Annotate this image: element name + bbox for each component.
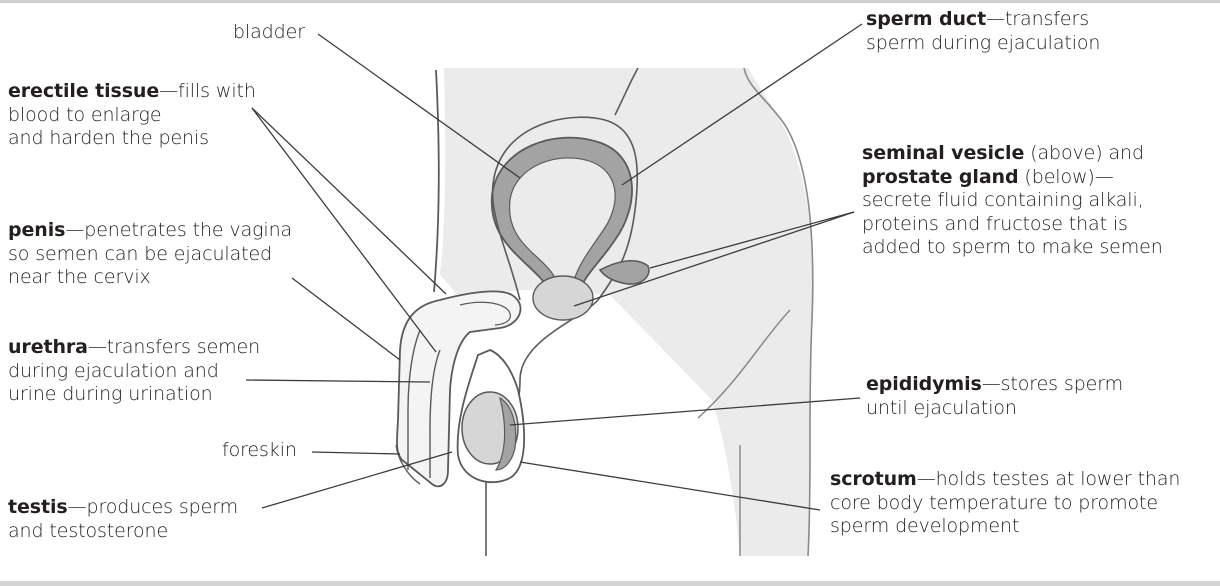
leader-testis (261, 451, 453, 509)
buttock-crease (697, 309, 791, 419)
bladder-inner (509, 157, 616, 281)
leader-sperm-duct (621, 23, 863, 186)
label-testis: testis—produces sperm and testosterone (8, 496, 238, 542)
bottom-border (0, 581, 1220, 586)
term-scrotum: scrotum (830, 468, 917, 490)
epididymis-shape (494, 396, 517, 471)
leader-seminal (649, 211, 855, 269)
sperm-duct-path (491, 116, 639, 421)
label-epididymis: epididymis—stores sperm until ejaculatio… (866, 373, 1124, 419)
term-testis: testis (8, 496, 68, 518)
leader-prostate (573, 211, 855, 307)
label-sperm-duct: sperm duct—transfers sperm during ejacul… (866, 8, 1101, 54)
term-penis: penis (8, 219, 66, 241)
leader-lines (245, 23, 863, 511)
back-outline (743, 67, 814, 557)
leader-scrotum (519, 461, 821, 511)
seminal-vesicle-shape (598, 259, 650, 285)
term-urethra: urethra (8, 336, 88, 358)
leader-erectile-2 (251, 107, 437, 353)
term-erectile-tissue: erectile tissue (8, 80, 160, 102)
urethra-channel (407, 329, 421, 470)
label-urethra: urethra—transfers semen during ejaculati… (8, 336, 261, 405)
term-sperm-duct: sperm duct (866, 8, 987, 30)
leader-urethra (245, 379, 431, 383)
leader-erectile-1 (251, 107, 447, 295)
top-border (0, 0, 1220, 3)
leader-foreskin (311, 451, 401, 455)
leader-bladder (317, 33, 521, 179)
sperm-duct-top (614, 67, 639, 116)
label-erectile-tissue: erectile tissue—fills with blood to enla… (8, 80, 256, 149)
leader-penis (291, 277, 401, 361)
label-foreskin: foreskin (222, 439, 297, 461)
term-epididymis: epididymis (866, 373, 982, 395)
front-outline (433, 69, 440, 293)
erectile-inner (429, 349, 441, 478)
label-bladder: bladder (233, 21, 305, 43)
leader-epididymis (509, 397, 861, 426)
foreskin-shape (395, 444, 421, 485)
term-prostate-gland: prostate gland (862, 165, 1019, 188)
prostate-shape (532, 275, 594, 321)
corpus-upper (459, 301, 511, 326)
term-seminal-vesicle: seminal vesicle (862, 142, 1025, 164)
label-seminal-prostate: seminal vesicle (above) and prostate gla… (862, 142, 1163, 258)
label-penis: penis—penetrates the vagina so semen can… (8, 219, 293, 288)
label-scrotum: scrotum—holds testes at lower than core … (830, 468, 1181, 537)
